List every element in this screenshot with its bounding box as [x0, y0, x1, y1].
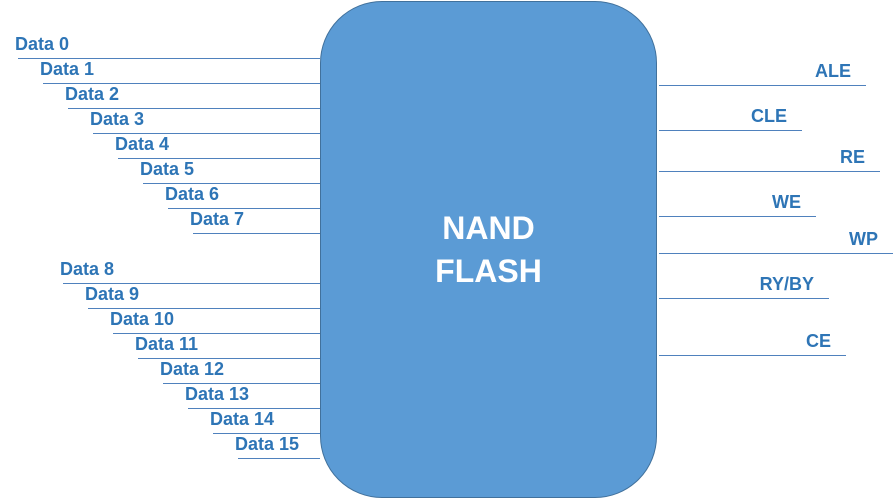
- control-pin-label: CE: [805, 331, 831, 351]
- data-pin-wire: [193, 233, 320, 234]
- data-pin-wire: [118, 158, 320, 159]
- control-pin-label: ALE: [815, 61, 851, 81]
- data-pin-label: Data 7: [190, 209, 245, 229]
- control-pin-wire: [659, 171, 880, 172]
- data-pin-label: Data 13: [185, 384, 250, 404]
- chip-title-line1: NAND: [442, 210, 535, 246]
- control-pin-wire: [659, 298, 829, 299]
- control-pin-wire: [659, 130, 802, 131]
- data-pin-label: Data 15: [235, 434, 300, 454]
- data-pin-wire: [238, 458, 320, 459]
- control-pin-wire: [659, 85, 866, 86]
- data-pin-wire: [168, 208, 320, 209]
- data-pin-wire: [113, 333, 320, 334]
- control-pin-wire: [659, 253, 893, 254]
- data-pin-label: Data 8: [60, 259, 115, 279]
- data-pin-label: Data 0: [15, 34, 70, 54]
- data-pin-label: Data 4: [115, 134, 170, 154]
- chip-title: NAND FLASH: [320, 207, 657, 293]
- control-pin-label: RE: [839, 147, 865, 167]
- data-pin-wire: [88, 308, 320, 309]
- data-pin-label: Data 11: [135, 334, 199, 354]
- control-pin-label: WE: [772, 192, 801, 212]
- data-pin-wire: [63, 283, 320, 284]
- data-pin-wire: [188, 408, 320, 409]
- data-pin-wire: [43, 83, 320, 84]
- data-pin-label: Data 12: [160, 359, 225, 379]
- data-pin-wire: [213, 433, 320, 434]
- data-pin-wire: [138, 358, 320, 359]
- data-pin-wire: [68, 108, 320, 109]
- chip-title-line2: FLASH: [435, 253, 542, 289]
- nand-flash-chip: [320, 1, 657, 498]
- data-pin-label: Data 6: [165, 184, 220, 204]
- data-pin-label: Data 14: [210, 409, 275, 429]
- control-pin-label: WP: [849, 229, 878, 249]
- data-pin-label: Data 3: [90, 109, 145, 129]
- control-pin-wire: [659, 216, 816, 217]
- control-pin-label: RY/BY: [759, 274, 814, 294]
- data-pin-wire: [143, 183, 320, 184]
- control-pin-wire: [659, 355, 846, 356]
- data-pin-wire: [163, 383, 320, 384]
- data-pin-label: Data 2: [65, 84, 120, 104]
- data-pin-label: Data 1: [40, 59, 95, 79]
- data-pin-label: Data 9: [85, 284, 140, 304]
- data-pin-wire: [93, 133, 320, 134]
- control-pin-label: CLE: [751, 106, 787, 126]
- data-pin-label: Data 5: [140, 159, 195, 179]
- data-pin-wire: [18, 58, 320, 59]
- data-pin-label: Data 10: [110, 309, 175, 329]
